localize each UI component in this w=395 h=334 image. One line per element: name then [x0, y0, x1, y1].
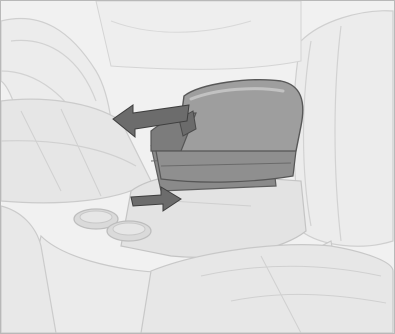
rear-bench	[96, 1, 301, 69]
